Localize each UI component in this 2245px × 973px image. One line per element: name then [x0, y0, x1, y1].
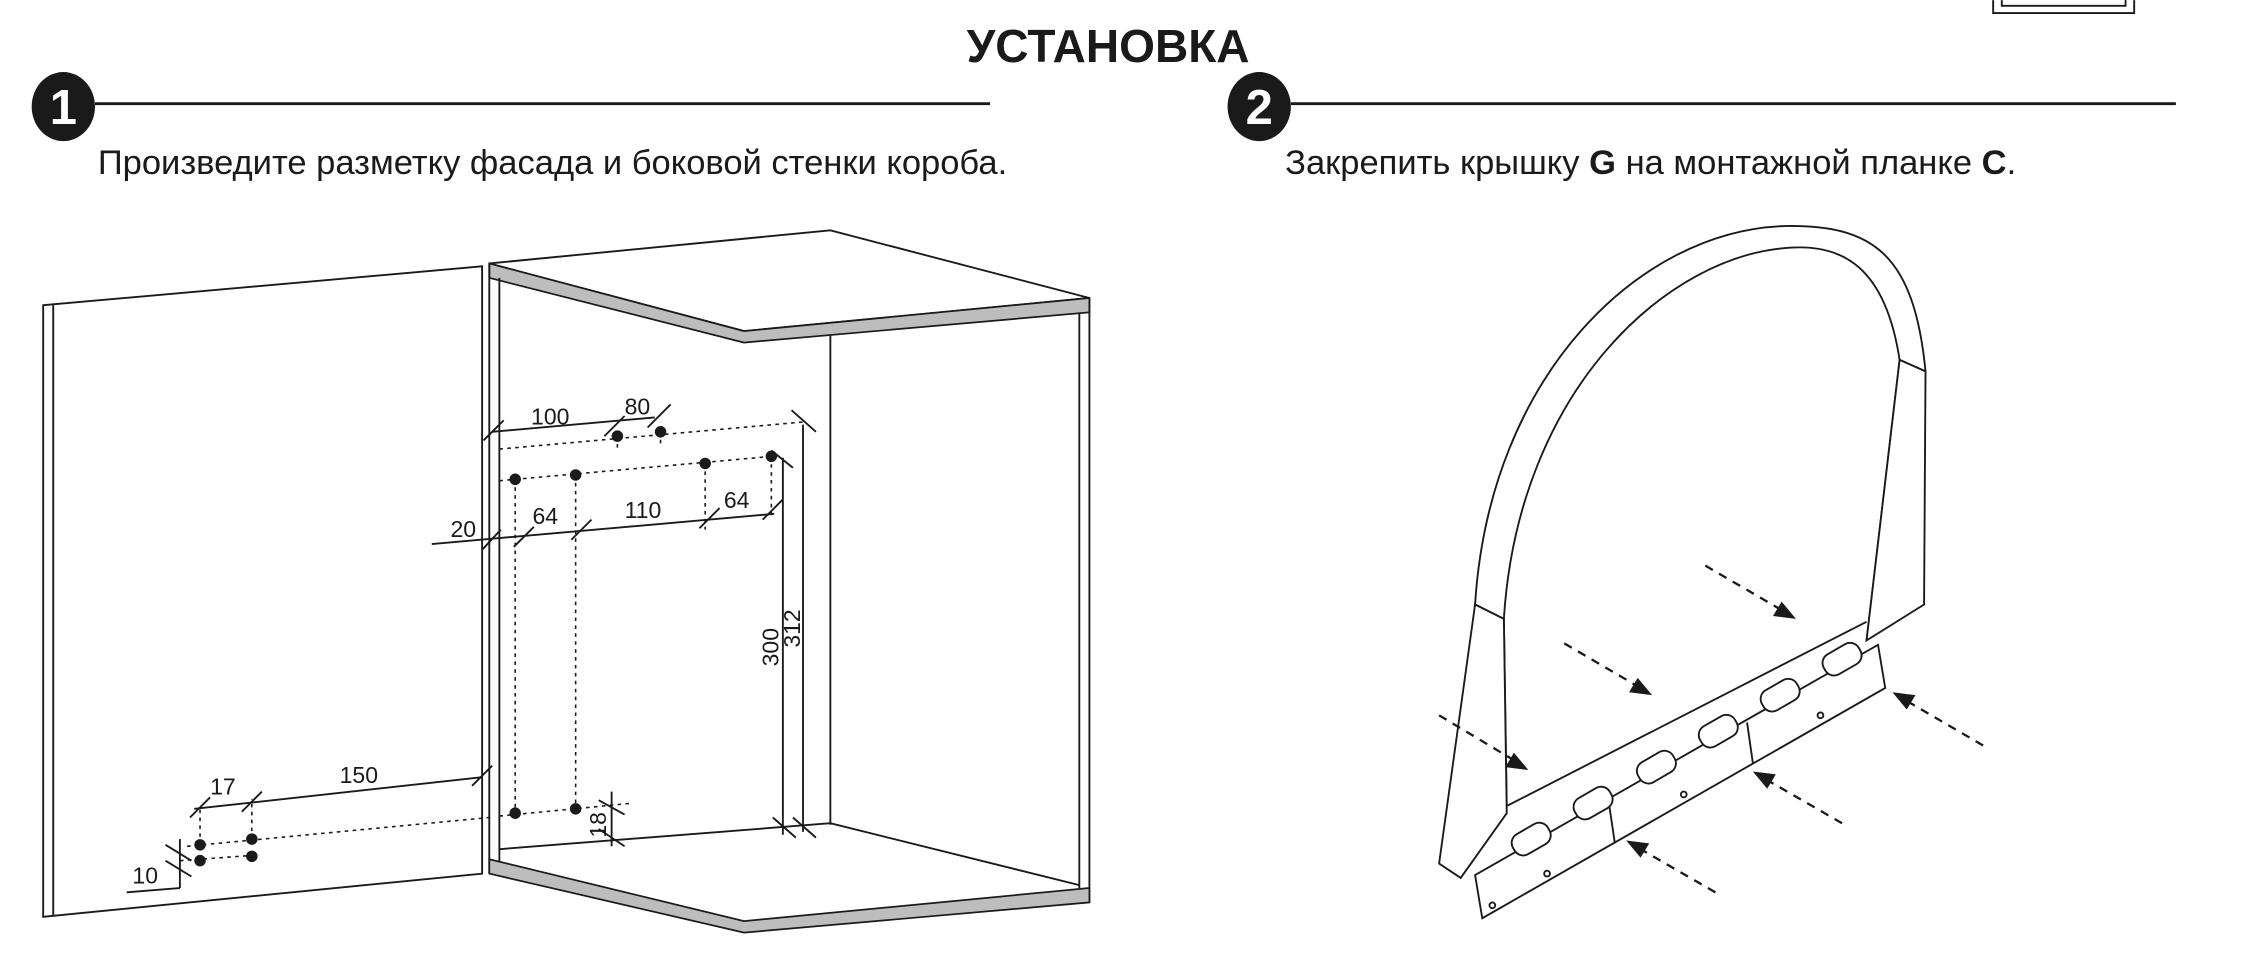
dim-17: 17 [210, 773, 236, 799]
step-1-text: Произведите разметку фасада и боковой ст… [98, 144, 1007, 182]
dim-18: 18 [585, 812, 611, 838]
cover-left-panel [1438, 603, 1508, 880]
step-2-number: 2 [1246, 81, 1273, 135]
dim-10: 10 [132, 863, 158, 889]
facade-door [42, 265, 484, 918]
step-2-text: Закрепить крышку G на монтажной планке C… [1285, 144, 2016, 182]
cover-arch [1474, 225, 1927, 621]
step-2-badge [1227, 72, 1291, 142]
cover-mounting-diagram [1438, 225, 1984, 920]
cabinet-marking-diagram: 100 80 20 64 110 64 300 312 1 [42, 229, 1091, 934]
corner-frame [1992, 0, 2136, 14]
step-1-badge [31, 72, 95, 142]
dim-100: 100 [531, 404, 569, 430]
dim-312: 312 [779, 609, 805, 647]
arrow-icons [1438, 564, 1984, 894]
step-1-header: 1 Произведите разметку фасада и боковой … [31, 72, 1007, 182]
dim-20: 20 [450, 516, 476, 542]
dim-150: 150 [340, 762, 378, 788]
page-title: УСТАНОВКА [967, 20, 1250, 72]
step-1-number: 1 [50, 81, 77, 135]
dim-80: 80 [625, 394, 651, 420]
step-2-header: 2 Закрепить крышку G на монтажной планке… [1227, 72, 2176, 182]
hinge-knuckles [1510, 641, 1863, 857]
dim-110: 110 [625, 497, 662, 523]
dim-64-left: 64 [532, 503, 558, 529]
dim-64-right: 64 [724, 487, 750, 513]
mounting-plate [1474, 643, 1887, 920]
dim-300: 300 [758, 628, 784, 666]
cover-right-panel [1865, 358, 1927, 643]
